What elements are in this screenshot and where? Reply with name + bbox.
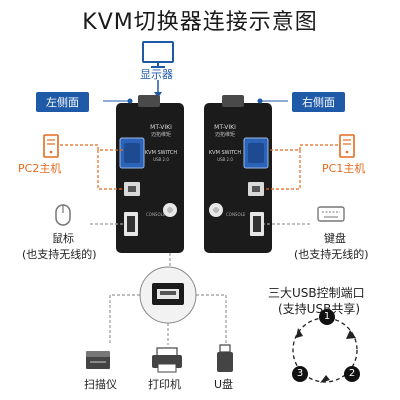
pc2-label: PC2主机 (18, 162, 62, 175)
left-side-tag: 左侧面 (36, 92, 89, 112)
cycle-step-2: 2 (344, 366, 360, 382)
scanner-label: 扫描仪 (84, 378, 117, 391)
right-side-tag-line (257, 98, 288, 104)
usb-share-label: (支持USB共享) (278, 302, 360, 316)
cycle-step-3: 3 (292, 366, 308, 382)
keyboard-label: 键盘 (324, 232, 346, 245)
mouse-note: (也支持无线的) (22, 248, 97, 261)
right-device-brand-sub: 迈拓维矩 (214, 132, 235, 138)
pc-tower-icon-left (43, 134, 59, 158)
pc1-label: PC1主机 (322, 162, 366, 175)
mouse-label: 鼠标 (52, 232, 74, 245)
usb-flash-drive-icon (217, 344, 233, 372)
right-device-version: USB 2.0 (217, 157, 233, 162)
left-device-port-label: CONSOLE (146, 212, 166, 217)
left-side-tag-line (103, 98, 133, 104)
left-device-brand-sub: 迈拓维矩 (150, 132, 171, 138)
pc2-connection-lines (60, 144, 124, 190)
peripheral-connection-lines (109, 294, 227, 345)
diagram-title: KVM切换器连接示意图 (82, 10, 318, 35)
printer-icon (152, 347, 182, 373)
cycle-step-1: 1 (319, 309, 335, 325)
left-device-version: USB 2.0 (153, 157, 169, 162)
scanner-icon (86, 351, 110, 369)
udisk-label: U盘 (214, 378, 234, 391)
right-device-brand: MT-VIKI (214, 124, 236, 131)
keyboard-note: (也支持无线的) (294, 248, 369, 261)
mouse-icon (55, 204, 71, 226)
pc1-connection-lines (264, 144, 338, 190)
usb-ports-label: 三大USB控制端口 (268, 286, 365, 300)
kvm-left-side-device (116, 95, 184, 253)
printer-label: 打印机 (148, 378, 181, 391)
kvm-right-side-device (204, 95, 272, 253)
usb-connector-closeup (139, 266, 197, 324)
monitor-icon (142, 41, 174, 68)
right-device-model: KVM SWITCH (208, 150, 242, 156)
left-device-model: KVM SWITCH (144, 150, 178, 156)
keyboard-icon (317, 206, 345, 222)
right-device-port-label: CONSOLE (226, 212, 246, 217)
left-device-brand: MT-VIKI (150, 124, 172, 131)
monitor-label: 显示器 (140, 68, 173, 81)
right-side-tag: 右侧面 (292, 92, 345, 112)
pc-tower-icon-right (339, 134, 355, 158)
